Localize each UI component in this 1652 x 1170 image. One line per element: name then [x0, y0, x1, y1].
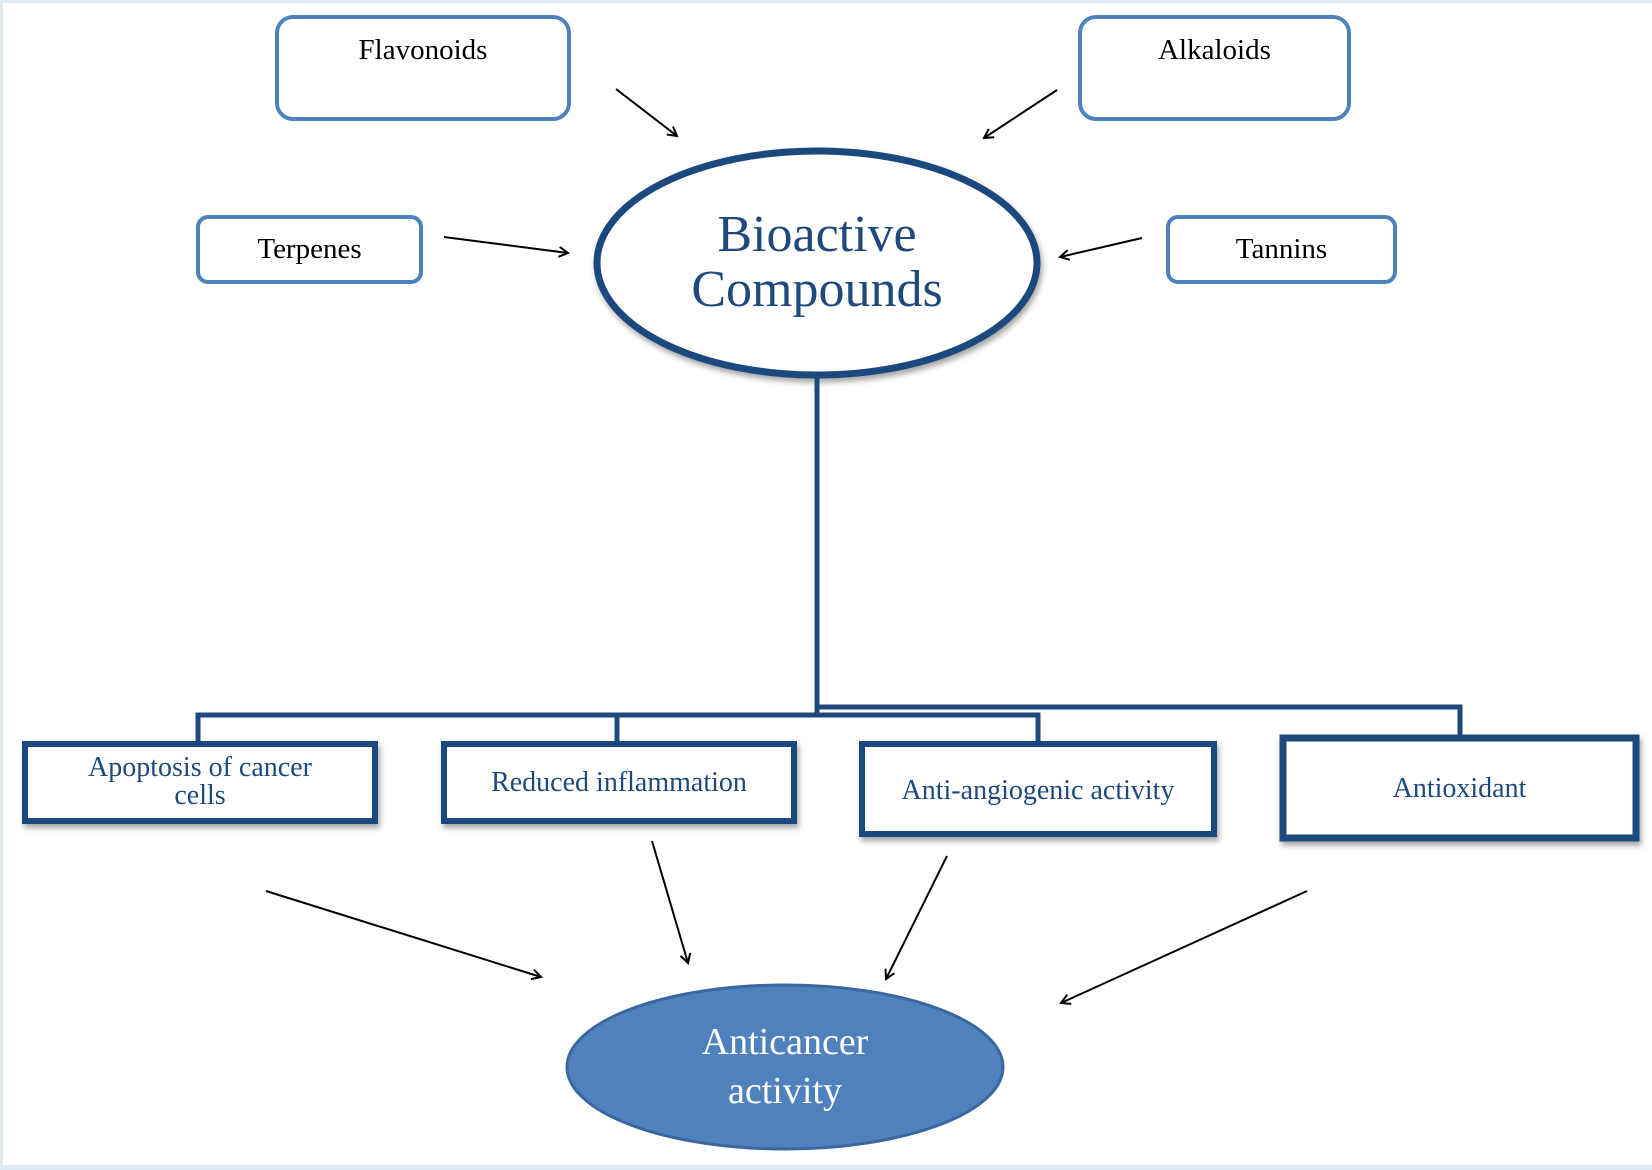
arrow-apoptosis: [265, 890, 541, 977]
arrow-anti-angiogenic: [886, 855, 948, 979]
antioxidant-label: Antioxidant: [1392, 773, 1527, 804]
flavonoids-label: Flavonoids: [358, 33, 488, 66]
tannins-label: Tannins: [1235, 233, 1328, 265]
tannins-box: [1166, 215, 1397, 284]
arrow-terpenes: [443, 236, 568, 253]
arrow-antioxidant: [1061, 890, 1308, 1003]
tree-connectors: [195, 375, 1463, 745]
outcome-line-1: Anticancer: [701, 1020, 869, 1063]
diagram-canvas: Flavonoids Alkaloids Terpenes Tannins Bi…: [3, 3, 1652, 1165]
arrow-flavonoids: [615, 88, 677, 136]
center-line-1: Bioactive: [717, 206, 917, 264]
alkaloids-box: [1078, 15, 1351, 121]
reduced-inflammation-box: [441, 741, 797, 824]
reduced-inflammation-label: Reduced inflammation: [491, 767, 747, 798]
apoptosis-line-2: cells: [174, 780, 226, 811]
apoptosis-line-1: Apoptosis of cancer: [88, 752, 312, 783]
apoptosis-box: [22, 741, 378, 824]
center-line-2: Compounds: [691, 261, 943, 318]
arrow-reduced-inflammation: [651, 840, 688, 963]
arrow-tannins: [1060, 237, 1143, 257]
anti-angiogenic-label: Anti-angiogenic activity: [901, 775, 1175, 806]
anti-angiogenic-box: [859, 741, 1217, 837]
arrow-alkaloids: [984, 89, 1058, 138]
bioactive-compounds-label: Bioactive Compounds: [597, 203, 1037, 323]
apoptosis-label: Apoptosis of cancer cells: [31, 752, 369, 812]
anticancer-activity-label: Anticancer activity: [603, 1013, 967, 1121]
flavonoids-box: [275, 15, 571, 121]
antioxidant-box: [1279, 734, 1640, 842]
outcome-line-2: activity: [728, 1070, 842, 1112]
anticancer-activity-node: [565, 983, 1005, 1151]
terpenes-label: Terpenes: [257, 233, 362, 265]
terpenes-box: [196, 215, 423, 284]
diagram-svg: [22, 15, 1640, 1151]
alkaloids-label: Alkaloids: [1158, 33, 1271, 66]
